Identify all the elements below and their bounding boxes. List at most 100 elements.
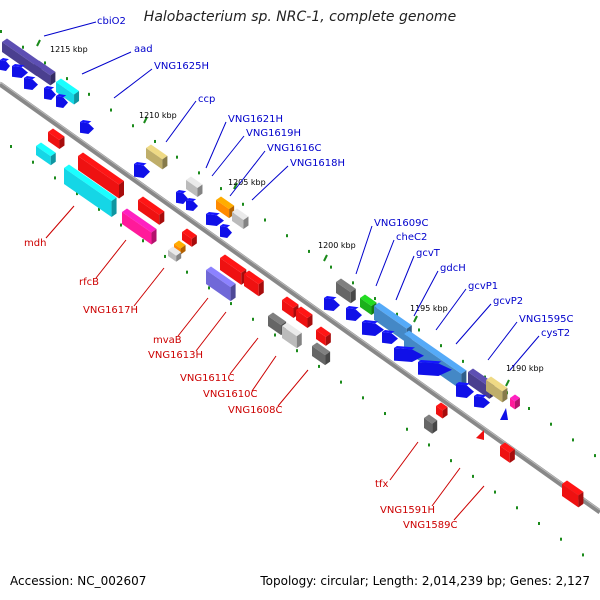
ruler-dot [340, 380, 342, 384]
gene-label-VNG1619H: VNG1619H [246, 128, 301, 139]
gene-block-front [312, 346, 326, 366]
gene-arrow-top [456, 382, 470, 386]
gene-arrow [456, 382, 474, 398]
gene-block-top [268, 312, 287, 326]
gene-block-front [468, 372, 490, 399]
gene-block [48, 128, 65, 149]
gene-block-top [486, 376, 508, 392]
gene-block-front [138, 200, 160, 225]
ruler-dot [418, 328, 420, 332]
gene-arrow [220, 224, 232, 238]
scale-ticks: 1215 kbp 1210 kbp 1205 kbp 1200 kbp 1195… [36, 39, 544, 387]
gene-ccp-glyph [146, 144, 168, 170]
gene-arrow-top [474, 394, 487, 398]
tick-mark [143, 116, 148, 124]
label-leader-line [229, 337, 259, 375]
gene-label-rfcB: rfcB [79, 277, 99, 288]
gene-arrow [56, 94, 68, 108]
gene-label-VNG1617H: VNG1617H [83, 305, 138, 316]
gene-block [168, 246, 182, 262]
ruler-dot [230, 302, 232, 306]
gene-arrow-shape [362, 322, 384, 336]
gene-block [336, 278, 356, 304]
ruler-dot [330, 265, 332, 269]
gene-arrow [346, 306, 362, 321]
gene-arrow [394, 346, 424, 362]
gene-label-VNG1589C: VNG1589C [403, 520, 458, 531]
gene-block [562, 480, 584, 508]
label-leader-line [355, 225, 373, 275]
gene-arrow-shape [24, 78, 38, 90]
map-title: Halobacterium sp. NRC-1, complete genome [143, 9, 457, 25]
tick-label-1205: 1205 kbp [228, 178, 266, 187]
ruler-dot [252, 317, 254, 321]
gene-cysT2-glyph [486, 376, 508, 403]
ruler-dot [308, 249, 310, 253]
ruler-dot [362, 396, 364, 400]
gene-arrow-shape [206, 214, 224, 226]
gene-block-side [502, 387, 508, 403]
gene-label-VNG1618H: VNG1618H [290, 158, 345, 169]
ruler-dot [406, 427, 408, 431]
gene-label-VNG1608C: VNG1608C [228, 405, 283, 416]
gene-block-side [325, 333, 331, 346]
ruler-dot [10, 145, 12, 148]
gene-block [34, 60, 56, 86]
tick-mark [36, 39, 41, 47]
ruler-dot [98, 207, 100, 211]
gene-arrow-shape [12, 66, 28, 78]
ruler-dot [440, 344, 442, 348]
tick-mark [413, 315, 418, 323]
gene-label-VNG1621H: VNG1621H [228, 114, 283, 125]
gene-label-VNG1610C: VNG1610C [203, 389, 258, 400]
gene-block-top [56, 78, 80, 95]
gene-block-side [159, 211, 165, 225]
label-leader-lines [43, 21, 540, 521]
gene-label-gcvP1: gcvP1 [468, 281, 498, 292]
ruler-dot [264, 218, 266, 222]
label-leader-line [113, 68, 153, 99]
gene-block-top [232, 208, 249, 220]
gene-block-top [34, 60, 56, 76]
gene-block-front [2, 42, 37, 76]
label-leader-line [165, 100, 197, 143]
ruler-dot [220, 187, 222, 191]
ruler-dot [286, 234, 288, 238]
gene-block-side [509, 449, 515, 463]
tick-label-1200: 1200 kbp [318, 241, 356, 250]
label-leader-line [43, 21, 97, 37]
ruler-dot [54, 176, 56, 180]
gene-block-front [216, 200, 230, 219]
gene-arrow-top [134, 162, 147, 166]
ruler-dot [384, 412, 386, 416]
gene-label-VNG1595C: VNG1595C [519, 314, 574, 325]
gene-block-top [64, 164, 117, 202]
ruler-dot [208, 286, 210, 290]
gene-block-front [510, 398, 515, 410]
gene-block [186, 176, 203, 197]
gene-block-side [74, 91, 80, 105]
gene-block [232, 208, 249, 229]
gene-labels: cbiO2 aad VNG1625H ccp VNG1621H VNG1619H… [24, 16, 574, 531]
gene-block [182, 228, 197, 247]
genome-summary-text: Topology: circular; Length: 2,014,239 bp… [260, 574, 590, 588]
gene-block-side [514, 397, 520, 410]
gene-block-side [350, 288, 356, 304]
gene-block [78, 152, 124, 199]
gene-block-front [64, 168, 112, 218]
gene-block-front [168, 250, 177, 262]
gene-arrow-top [220, 224, 231, 228]
ruler-dot [44, 61, 46, 65]
ruler-dot [582, 553, 584, 557]
gene-arrow-shape [324, 298, 340, 311]
ruler-dot [176, 155, 178, 159]
gene-block [510, 394, 520, 410]
gene-arrow-shape [44, 88, 56, 100]
ruler-dot [318, 364, 320, 368]
gene-block-front [436, 406, 443, 419]
gene-label-aad: aad [134, 44, 153, 55]
ruler-dot [242, 202, 244, 206]
backbone-layer [0, 81, 600, 515]
gene-block [138, 196, 165, 225]
